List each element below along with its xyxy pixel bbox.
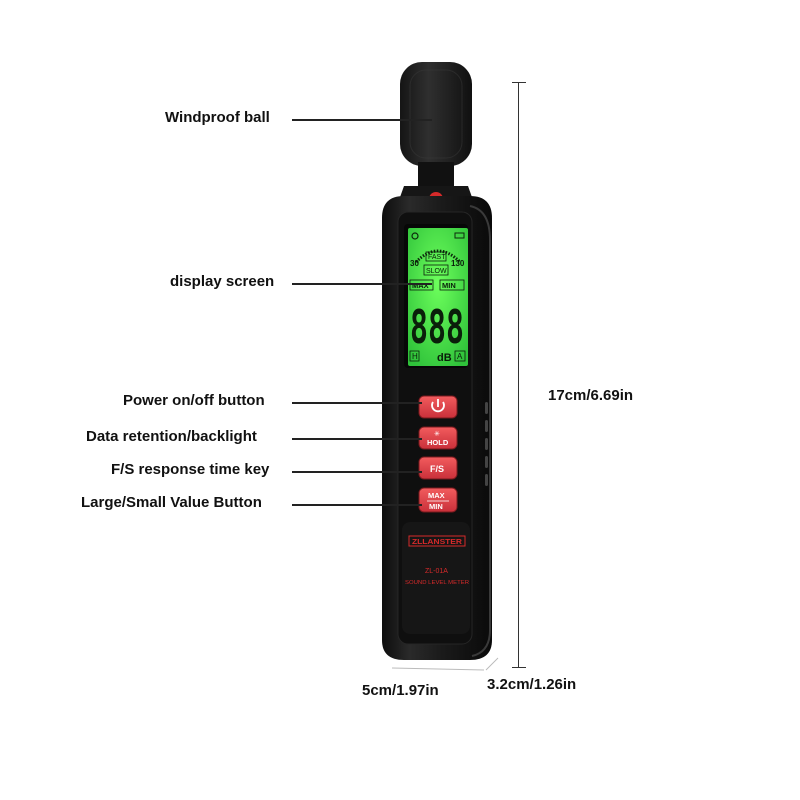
model-number: ZL-01A <box>425 568 448 575</box>
depth-dimension-line <box>485 657 499 671</box>
lcd-range-high: 130 <box>451 259 465 268</box>
leader-power-button <box>292 402 422 404</box>
hold-backlight-button[interactable]: ✳ HOLD <box>418 426 458 450</box>
depth-dimension-label: 3.2cm/1.26in <box>487 676 577 693</box>
display-screen: 30 130 FAST SLOW MAX MIN 888 H dB A <box>404 224 468 368</box>
lcd-h-flag: H <box>412 352 418 361</box>
leader-data-retention <box>292 438 422 440</box>
width-dimension-line <box>391 667 485 671</box>
power-button[interactable] <box>418 395 458 419</box>
lcd-digits: 888 <box>410 300 464 354</box>
callout-data-retention: Data retention/backlight <box>86 428 257 445</box>
branding-panel: ZLLANSTER ZL-01A SOUND LEVEL METER <box>402 522 470 634</box>
callout-fs-key: F/S response time key <box>111 461 270 478</box>
leader-maxmin-button <box>292 504 422 506</box>
width-dimension-label: 5cm/1.97in <box>362 682 439 699</box>
lcd-max: MAX <box>412 281 429 290</box>
microphone-neck <box>418 162 454 188</box>
leader-windproof-ball <box>292 119 432 121</box>
lcd-fast: FAST <box>428 254 446 261</box>
backlight-icon: ✳ <box>434 430 440 438</box>
max-min-button[interactable]: MAX MIN <box>418 487 458 513</box>
lcd-unit: dB <box>437 352 452 364</box>
hold-label: HOLD <box>427 438 449 447</box>
product-name: SOUND LEVEL METER <box>405 580 469 586</box>
brand-name: ZLLANSTER <box>412 539 462 546</box>
fs-label: F/S <box>430 464 444 474</box>
lcd-min: MIN <box>442 281 456 290</box>
power-icon <box>431 399 445 413</box>
fs-response-button[interactable]: F/S <box>418 456 458 480</box>
leader-display-screen <box>292 283 432 285</box>
height-dimension-cap-bottom <box>512 667 526 668</box>
callout-maxmin-button: Large/Small Value Button <box>81 494 262 511</box>
callout-power-button: Power on/off button <box>123 392 265 409</box>
leader-fs-key <box>292 471 422 473</box>
max-label: MAX <box>428 491 445 500</box>
lcd-a-flag: A <box>457 352 463 361</box>
lcd-range-low: 30 <box>410 259 419 268</box>
windproof-ball <box>400 62 472 166</box>
callout-windproof-ball: Windproof ball <box>165 109 270 126</box>
lcd-slow: SLOW <box>426 268 447 275</box>
callout-display-screen: display screen <box>170 273 275 290</box>
min-label: MIN <box>429 502 443 511</box>
height-dimension-cap-top <box>512 82 526 83</box>
height-dimension-label: 17cm/6.69in <box>548 387 634 404</box>
height-dimension-line <box>518 82 519 668</box>
